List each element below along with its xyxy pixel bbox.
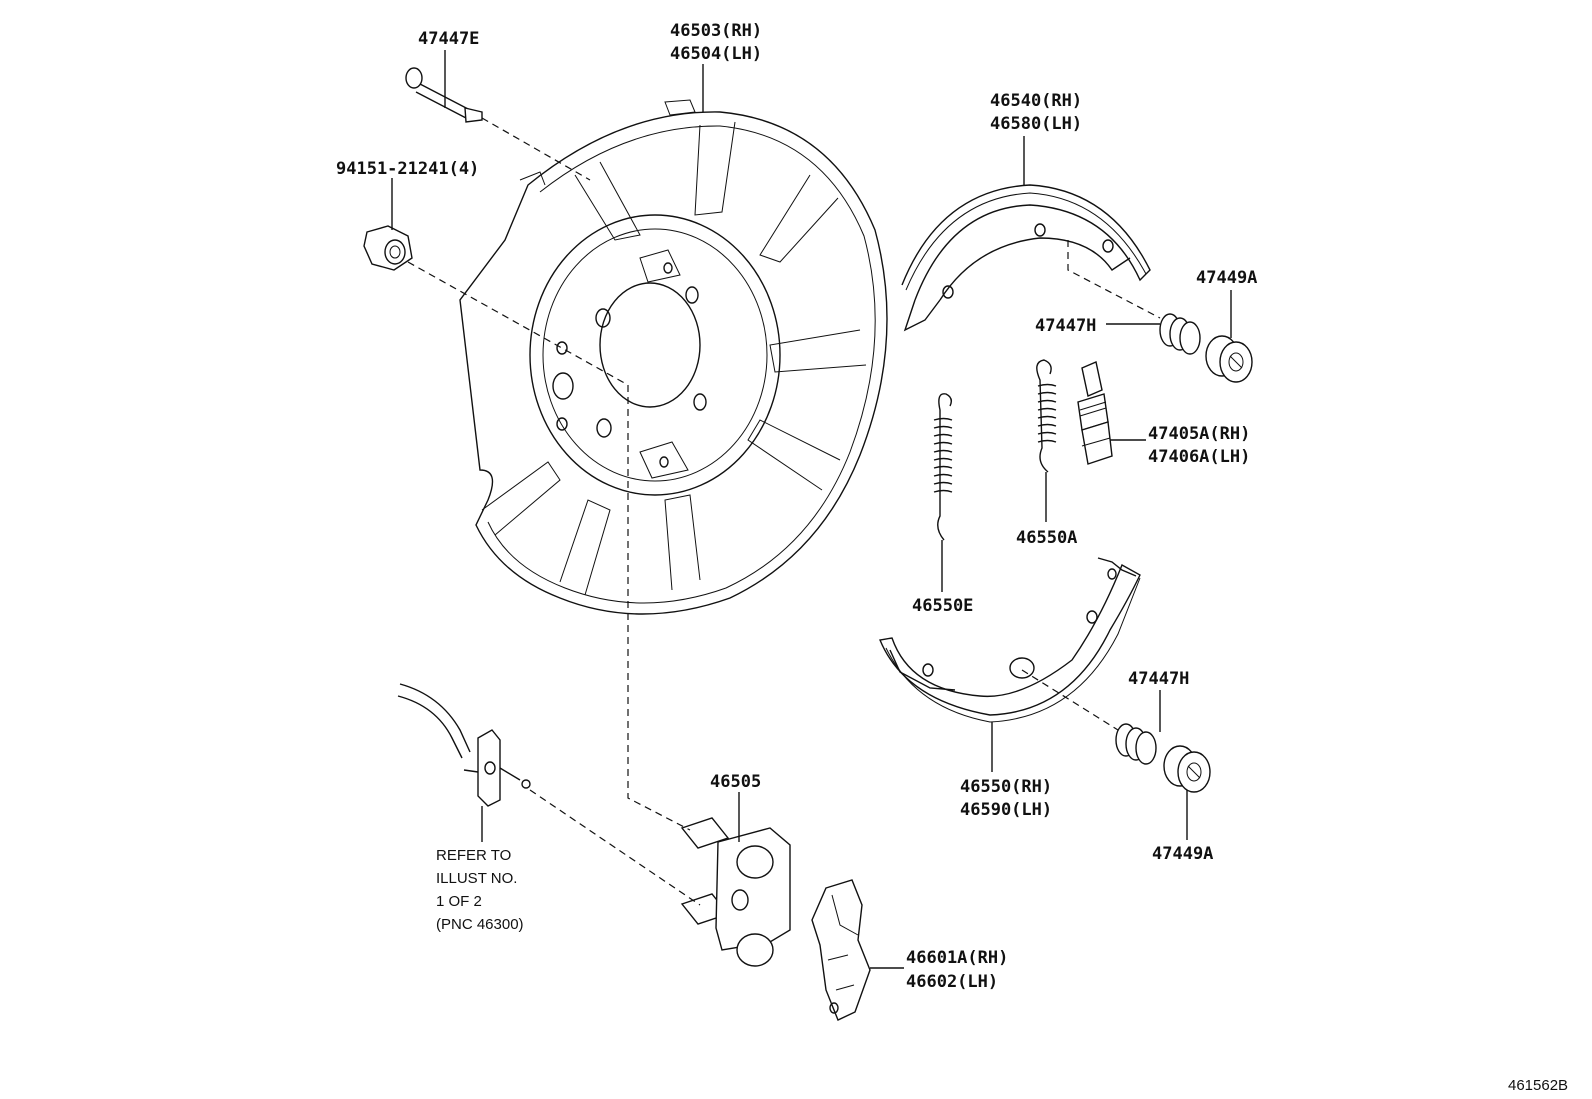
label-47406a-lh: 47406A(LH)	[1148, 447, 1250, 467]
pin-47447e	[405, 67, 483, 123]
label-47447h-top: 47447H	[1035, 316, 1096, 336]
label-47447h-bottom: 47447H	[1128, 669, 1189, 689]
note-line-1: REFER TO	[436, 847, 511, 864]
note-line-2: ILLUST NO.	[436, 870, 517, 887]
label-94151: 94151-21241(4)	[336, 159, 479, 179]
parking-brake-cable	[397, 683, 531, 807]
note-line-3: 1 OF 2	[436, 893, 482, 910]
label-46601a-rh: 46601A(RH)	[906, 948, 1008, 968]
label-46550e: 46550E	[912, 596, 973, 616]
cap-47449a-top	[1205, 335, 1253, 383]
spring-47447h-bottom	[1115, 723, 1157, 765]
label-46505: 46505	[710, 772, 761, 792]
label-46504-lh: 46504(LH)	[670, 44, 762, 64]
part-labels: 47447E 46503(RH) 46504(LH) 94151-21241(4…	[336, 21, 1257, 992]
label-47405a-rh: 47405A(RH)	[1148, 424, 1250, 444]
label-47447e: 47447E	[418, 29, 479, 49]
label-47449a-top: 47449A	[1196, 268, 1257, 288]
leader-lines	[391, 50, 1232, 969]
note-line-4: (PNC 46300)	[436, 916, 524, 933]
lever-46601a	[811, 879, 871, 1021]
bracket-46505	[680, 817, 791, 967]
spring-46550a	[1036, 359, 1057, 473]
label-46580-lh: 46580(LH)	[990, 114, 1082, 134]
label-46503-rh: 46503(RH)	[670, 21, 762, 41]
adjuster-47405a	[1077, 361, 1113, 465]
label-46540-rh: 46540(RH)	[990, 91, 1082, 111]
backing-plate	[459, 99, 888, 615]
nut-94151	[363, 225, 413, 271]
spring-46550e	[933, 393, 953, 541]
label-46602-lh: 46602(LH)	[906, 972, 998, 992]
brake-shoe-upper	[901, 184, 1151, 332]
figure-id: 461562B	[1508, 1077, 1568, 1094]
label-46590-lh: 46590(LH)	[960, 800, 1052, 820]
cap-47449a-bottom	[1163, 745, 1211, 793]
label-46550-rh: 46550(RH)	[960, 777, 1052, 797]
label-46550a: 46550A	[1016, 528, 1077, 548]
spring-47447h-top	[1159, 313, 1201, 355]
brake-shoe-lower	[879, 557, 1141, 723]
assembly-lines	[407, 117, 1161, 906]
label-47449a-bottom: 47449A	[1152, 844, 1213, 864]
refer-note: REFER TO ILLUST NO. 1 OF 2 (PNC 46300)	[436, 847, 524, 933]
